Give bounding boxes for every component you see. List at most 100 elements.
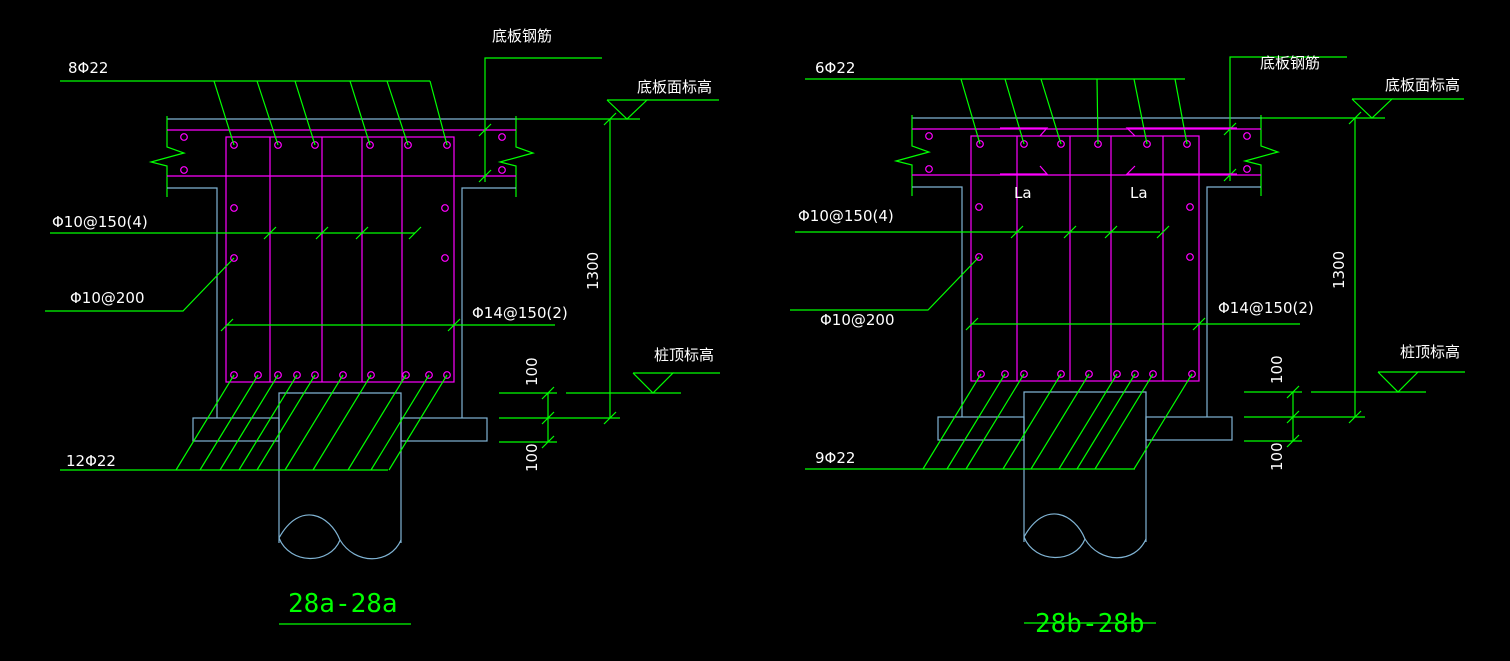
break-line-left: [148, 116, 187, 197]
stirrup-label: Φ10@150(4): [52, 213, 148, 231]
elevation-triangle: [1377, 371, 1420, 393]
bottom-bar: [1113, 370, 1121, 378]
slab-bar: [1243, 132, 1251, 140]
section-28a-geometry: [45, 57, 720, 625]
anchorage-bend: [1000, 165, 1049, 175]
stirrup-cage: [970, 135, 1200, 382]
dimension-100-upper: 100: [1268, 355, 1286, 384]
top-bar: [1143, 140, 1151, 148]
bottom-bar: [443, 371, 451, 379]
top-bar-leader: [960, 78, 981, 145]
bottom-bar-leader: [1133, 373, 1193, 470]
side-bars-leader: [45, 257, 235, 312]
pile-break-symbol: [278, 514, 341, 560]
tick-mark: [603, 112, 617, 126]
dimension-100-lower: 100: [1268, 442, 1286, 471]
anchorage-bend: [1125, 165, 1237, 175]
tick-mark: [1223, 122, 1237, 136]
anchorage-bend: [1000, 127, 1049, 137]
tie-tick: [1192, 317, 1206, 331]
pile-top-elevation-label: 桩顶标高: [654, 346, 714, 364]
top-bar-leader: [1004, 78, 1025, 145]
bottom-bar-leader: [1058, 373, 1118, 470]
top-bar-leader: [1133, 78, 1148, 145]
top-bar-leader: [1096, 78, 1099, 145]
bottom-bar-leader: [284, 374, 344, 471]
pile-break-symbol: [339, 539, 402, 560]
tick-mark: [541, 411, 555, 425]
tick-mark: [541, 435, 555, 449]
top-bar-leader: [1174, 78, 1188, 145]
stirrup-cage: [225, 136, 455, 383]
top-bar-leader: [256, 80, 279, 146]
bottom-bar: [1131, 370, 1139, 378]
slab-bar: [925, 165, 933, 173]
bottom-bar: [425, 371, 433, 379]
bottom-bar-leader: [388, 374, 448, 471]
bottom-bar: [1085, 370, 1093, 378]
bottom-bar-leader: [965, 373, 1025, 470]
bottom-bar-leader: [312, 374, 372, 471]
top-bar: [976, 140, 984, 148]
elevation-triangle: [606, 99, 649, 120]
top-bar-leader: [386, 80, 409, 146]
tick-mark: [1286, 434, 1300, 448]
slab-bar: [925, 132, 933, 140]
side-bars-leader: [790, 256, 980, 311]
side-bar: [441, 254, 449, 262]
top-bar-leader: [213, 80, 235, 146]
break-line-right: [497, 116, 536, 197]
stirrup-tick: [1063, 225, 1077, 239]
slab-top-elevation-label: 底板面标高: [637, 78, 712, 96]
dimension-1300: 1300: [1330, 251, 1348, 289]
tie-tick: [220, 318, 234, 332]
bottom-bar-leader: [1076, 373, 1136, 470]
stirrup-tick: [408, 226, 422, 240]
slab-bar: [180, 133, 188, 141]
bottom-bar: [1020, 370, 1028, 378]
top-bars-label: 8Φ22: [68, 59, 108, 77]
tick-mark: [1348, 111, 1362, 125]
slab-rebar-label: 底板钢筋: [1260, 54, 1320, 72]
bottom-bars-label: 12Φ22: [66, 452, 116, 470]
slab-top-elevation-label: 底板面标高: [1385, 76, 1460, 94]
slab-rebar-leader: [1229, 56, 1347, 181]
bottom-bar: [977, 370, 985, 378]
side-bars-label: Φ10@200: [820, 311, 895, 329]
bottom-bar: [367, 371, 375, 379]
bottom-bar-leader: [175, 374, 235, 471]
break-line-left: [893, 115, 932, 196]
side-bar: [975, 253, 983, 261]
top-bar-leader: [429, 80, 448, 146]
pile-outline: [278, 392, 402, 543]
bottom-bar-leader: [1002, 373, 1062, 470]
section-title: 28b-28b: [1035, 609, 1145, 639]
tick-mark: [478, 169, 492, 183]
beam-outline-right: [461, 187, 516, 418]
slab-bar: [498, 133, 506, 141]
side-bar: [1186, 253, 1194, 261]
top-bar: [366, 141, 374, 149]
top-bar: [274, 141, 282, 149]
side-bar: [975, 203, 983, 211]
tick-mark: [1223, 168, 1237, 182]
bottom-bar-leader: [219, 374, 279, 471]
bottom-bar-leader: [370, 374, 430, 471]
section-28a: 8Φ22 底板钢筋 底板面标高 Φ10@150(4) Φ10@200 Φ14@1…: [45, 27, 720, 625]
bottom-bar: [230, 371, 238, 379]
slab-rebar-leader: [484, 57, 602, 182]
bottom-bar: [1001, 370, 1009, 378]
stirrup-label: Φ10@150(4): [798, 207, 894, 225]
side-bar: [441, 204, 449, 212]
top-bar-leader: [1040, 78, 1062, 145]
stirrup-tick: [1010, 225, 1024, 239]
tie-tick: [447, 318, 461, 332]
bottom-bar: [254, 371, 262, 379]
top-bar-leader: [349, 80, 371, 146]
bottom-bar: [1149, 370, 1157, 378]
stirrup-tick: [263, 226, 277, 240]
top-bar: [1057, 140, 1065, 148]
bottom-bar-leader: [946, 373, 1006, 470]
anchorage-label-left: La: [1014, 184, 1032, 202]
bottom-bar-leader: [1094, 373, 1154, 470]
